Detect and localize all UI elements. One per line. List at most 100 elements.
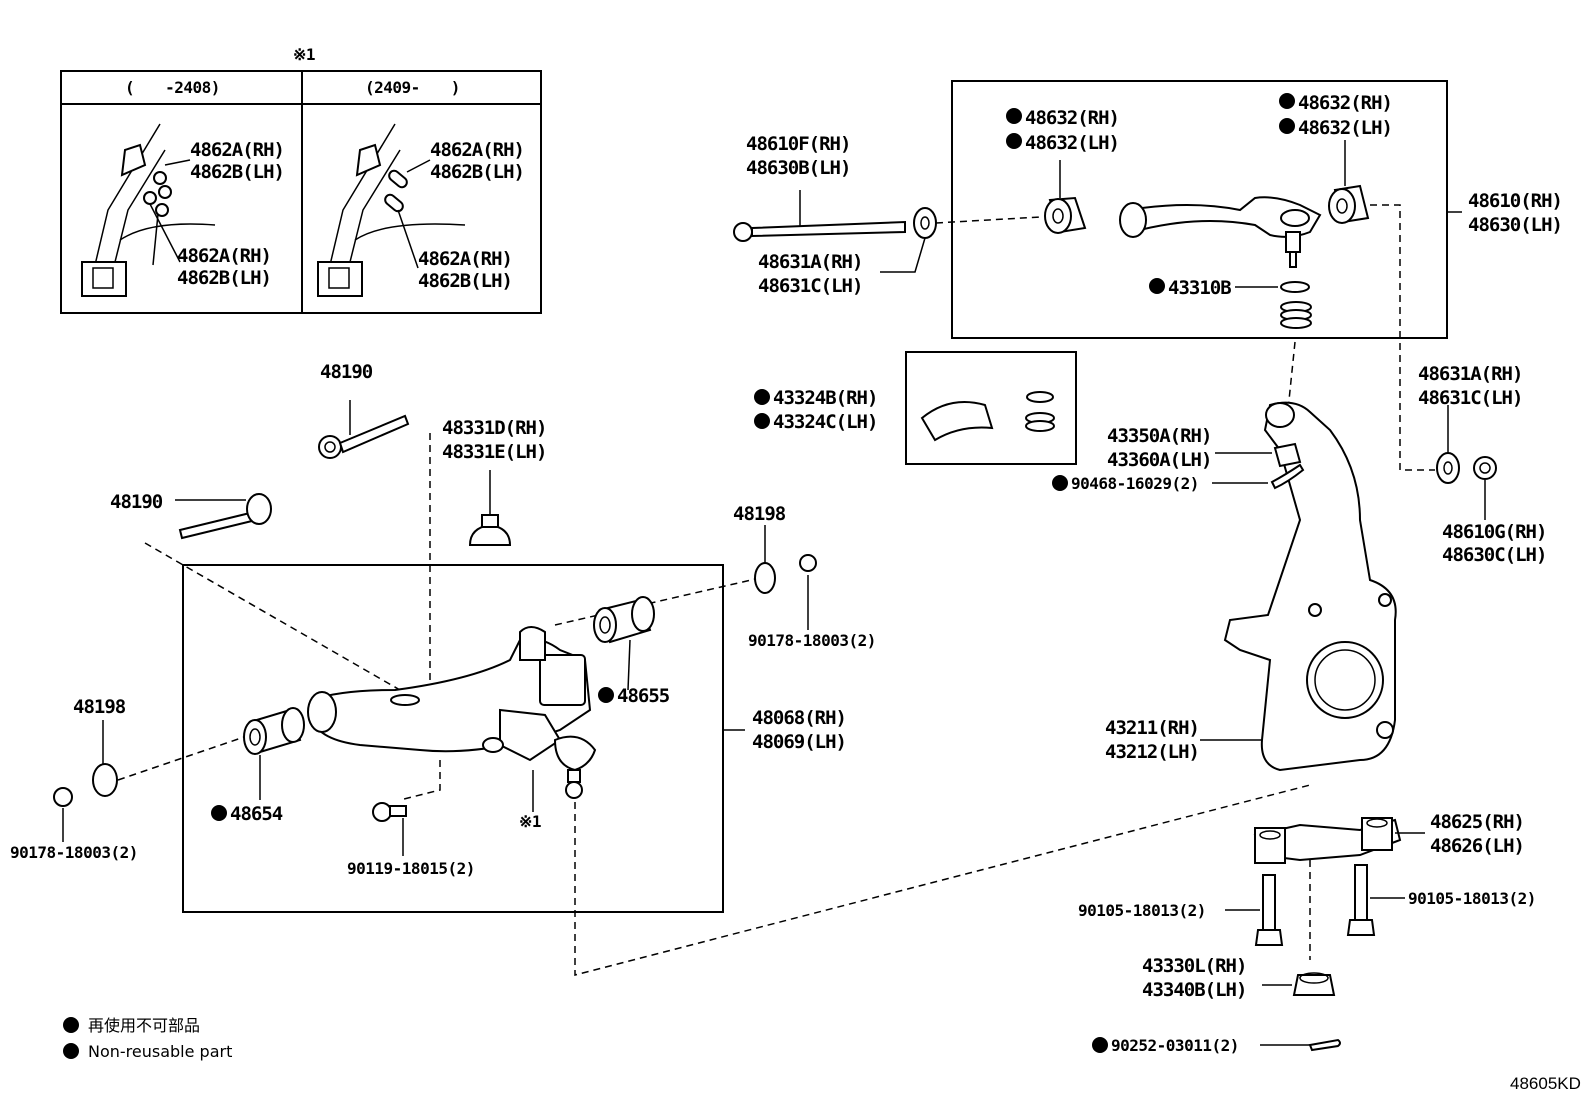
oring-43310b[interactable] [1280, 281, 1310, 293]
legend-jp: 再使用不可部品 [88, 1016, 200, 1035]
label-43212: 43212(LH) [1105, 741, 1199, 763]
label-48610: 48610(RH) [1468, 190, 1562, 212]
label-90105-right: 90105-18013(2) [1408, 889, 1536, 908]
label-43350a: 43350A(RH) [1107, 425, 1211, 447]
legend-dot-en [63, 1043, 79, 1059]
label-ref1: ※1 [519, 812, 541, 831]
washer-48631-left[interactable] [880, 207, 937, 273]
legend: 再使用不可部品 Non-reusable part [63, 1016, 232, 1061]
bolt-48190-upper[interactable] [318, 400, 410, 459]
label-48190-lower: 48190 [110, 491, 163, 513]
label-48630: 48630(LH) [1468, 214, 1562, 236]
bolt-90119[interactable] [372, 802, 407, 856]
nut-48610g[interactable] [1473, 456, 1497, 520]
label-43324b: 43324B(RH) [773, 387, 877, 409]
label-48632-left-rh: 48632(RH) [1025, 107, 1119, 129]
label-48626: 48626(LH) [1430, 835, 1524, 857]
boot-kit-frame [905, 351, 1077, 465]
label-48190-upper: 48190 [320, 361, 373, 383]
label-48631c-left: 48631C(LH) [758, 275, 862, 297]
inset-right-top-rh: 4862A(RH) [430, 139, 524, 161]
label-90178-left: 90178-18003(2) [10, 843, 138, 862]
upper-control-arm[interactable] [1119, 196, 1322, 268]
label-48198-left: 48198 [73, 696, 126, 718]
diagram-code: 48605KD [1510, 1074, 1581, 1093]
steering-knuckle[interactable] [1223, 401, 1397, 772]
washer-48198-right[interactable] [754, 525, 817, 630]
label-48331e: 48331E(LH) [442, 441, 546, 463]
washer-48198-left[interactable] [53, 720, 118, 842]
label-48654: 48654 [230, 803, 283, 825]
boot-kit-43324 [905, 351, 1077, 465]
inset-col-right-header: (2409- ) [365, 78, 460, 97]
label-43310b: 43310B [1168, 277, 1231, 299]
bracket-48625[interactable] [1253, 817, 1402, 864]
bolt-90105-right[interactable] [1346, 864, 1376, 936]
nut-43330l[interactable] [1292, 972, 1336, 996]
label-48631c-right: 48631C(LH) [1418, 387, 1522, 409]
label-90105-left: 90105-18013(2) [1078, 901, 1206, 920]
bushing-48632-left[interactable] [1044, 160, 1087, 234]
label-90252: 90252-03011(2) [1111, 1036, 1239, 1055]
nonreuse-dot-48654 [211, 805, 227, 821]
cotter-pin-90252[interactable] [1308, 1038, 1341, 1052]
label-48632-right-lh: 48632(LH) [1298, 117, 1392, 139]
label-48069: 48069(LH) [752, 731, 846, 753]
inset-right-arm-sketch [317, 123, 466, 297]
boot-kit-boot[interactable] [920, 401, 994, 442]
bolt-48610f[interactable] [733, 190, 906, 242]
lower-control-arm[interactable] [307, 626, 592, 762]
bushing-48654[interactable] [243, 707, 305, 800]
label-43330l: 43330L(RH) [1142, 955, 1246, 977]
label-48630c: 48630C(LH) [1442, 544, 1546, 566]
label-48625: 48625(RH) [1430, 811, 1524, 833]
bumper-48331[interactable] [468, 470, 512, 546]
inset-left-top-rh: 4862A(RH) [190, 139, 284, 161]
bolt-48190-lower[interactable] [175, 493, 272, 540]
boot-43350[interactable] [1273, 442, 1302, 468]
label-48198-right: 48198 [733, 503, 786, 525]
label-48631a-left: 48631A(RH) [758, 251, 862, 273]
bushing-48655[interactable] [593, 596, 655, 691]
label-48655: 48655 [617, 685, 670, 707]
inset-right-bot-rh: 4862A(RH) [418, 248, 512, 270]
label-90119: 90119-18015(2) [347, 859, 475, 878]
label-48630b: 48630B(LH) [746, 157, 850, 179]
inset-left-top-lh: 4862B(LH) [190, 161, 284, 183]
label-43211: 43211(RH) [1105, 717, 1199, 739]
lower-arm-group: 48190 48190 48331D(RH) 48331E(LH) [10, 361, 1311, 976]
dust-boot-43350[interactable] [1280, 301, 1312, 329]
inset-ref-mark: ※1 [293, 45, 315, 64]
washer-48631-right[interactable] [1436, 405, 1460, 484]
inset-panel: ※1 ( -2408) (2409- ) 4862A(RH) 4862B(LH)… [60, 45, 542, 314]
lower-arm-frame [182, 564, 724, 913]
lower-ball-joint[interactable] [553, 735, 597, 799]
upper-arm-group: 48610F(RH) 48630B(LH) 48631A(RH) 48631C(… [733, 80, 1563, 471]
inset-right-top-lh: 4862B(LH) [430, 161, 524, 183]
label-90468: 90468-16029(2) [1071, 474, 1199, 493]
legend-dot [63, 1017, 79, 1033]
label-43360a: 43360A(LH) [1107, 449, 1211, 471]
upper-arm-frame [951, 80, 1448, 339]
label-43340b: 43340B(LH) [1142, 979, 1246, 1001]
inset-right-bot-lh: 4862B(LH) [418, 270, 512, 292]
label-48068: 48068(RH) [752, 707, 846, 729]
inset-left-bot-lh: 4862B(LH) [177, 267, 271, 289]
label-48631a-right: 48631A(RH) [1418, 363, 1522, 385]
clip-90468[interactable] [1270, 463, 1305, 490]
label-48610g: 48610G(RH) [1442, 521, 1546, 543]
legend-en: Non-reusable part [88, 1042, 232, 1061]
label-48632-left-lh: 48632(LH) [1025, 132, 1119, 154]
inset-left-arm-sketch [81, 123, 216, 297]
label-48610f: 48610F(RH) [746, 133, 850, 155]
label-43324c: 43324C(LH) [773, 411, 877, 433]
inset-col-left-header: ( -2408) [125, 78, 220, 97]
nonreuse-dot-48655 [598, 687, 614, 703]
label-90178-right: 90178-18003(2) [748, 631, 876, 650]
bolt-90105-left[interactable] [1254, 874, 1284, 946]
inset-left-bot-rh: 4862A(RH) [177, 245, 271, 267]
bushing-48632-right[interactable] [1328, 140, 1370, 224]
label-48331d: 48331D(RH) [442, 417, 546, 439]
